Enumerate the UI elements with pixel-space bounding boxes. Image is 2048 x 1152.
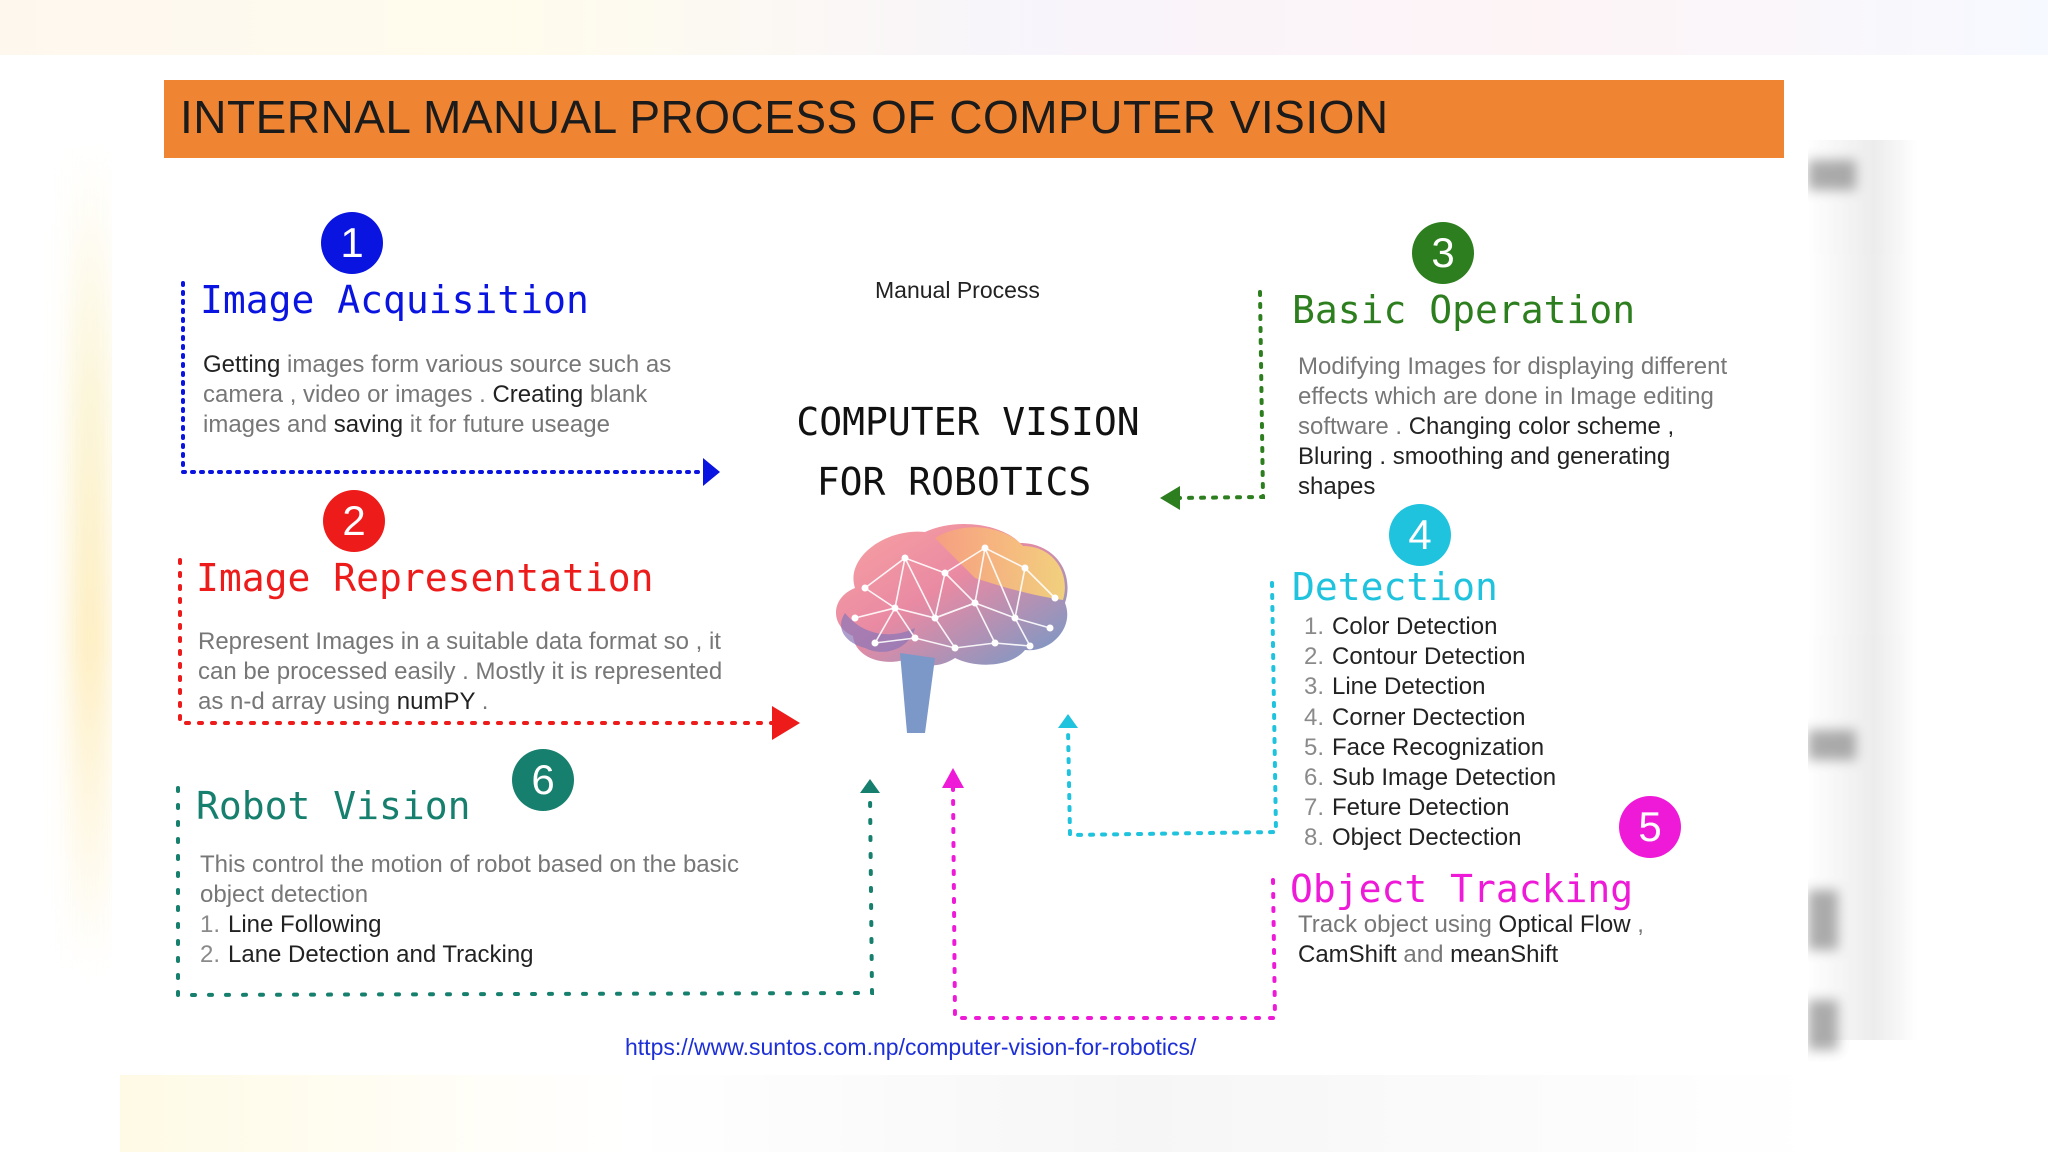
- manual-process-label: Manual Process: [875, 277, 1040, 303]
- list-item: 5.Face Recognization: [1304, 733, 1545, 761]
- step-3-heading: Basic Operation: [1292, 288, 1636, 332]
- list-item: 7.Feture Detection: [1304, 794, 1510, 822]
- background-blur-left: [70, 150, 110, 970]
- step-1-description: Getting images form various source such …: [203, 351, 672, 438]
- step4-arrowhead: [1058, 714, 1078, 728]
- step2-arrowhead: [772, 706, 800, 740]
- step1-arrowhead: [703, 458, 720, 486]
- step-4-heading: Detection: [1292, 565, 1498, 609]
- list-item: 4.Corner Dectection: [1304, 703, 1526, 731]
- list-item: 3.Line Detection: [1304, 673, 1486, 701]
- step6-arrowhead: [860, 779, 880, 793]
- background-blur-top: [0, 0, 2048, 55]
- step3-arrowhead: [1160, 486, 1180, 510]
- list-item: 2.Contour Detection: [1304, 643, 1526, 671]
- list-item: 1.Line Following: [200, 911, 382, 938]
- step-1-badge: 1: [321, 212, 383, 274]
- step-3-description: Modifying Images for displaying differen…: [1298, 353, 1728, 500]
- center-title-line1: COMPUTER VISION: [796, 400, 1140, 444]
- brain-icon: [835, 524, 1068, 733]
- step-4-badge: 4: [1389, 504, 1451, 566]
- step1-connector: [181, 281, 710, 474]
- step-2-badge: 2: [323, 490, 385, 552]
- background-blur-bottom: [120, 1075, 1820, 1152]
- page-title: INTERNAL MANUAL PROCESS OF COMPUTER VISI…: [180, 91, 1389, 143]
- source-link[interactable]: https://www.suntos.com.np/computer-visio…: [625, 1034, 1197, 1060]
- list-item: 8.Object Dectection: [1304, 824, 1522, 852]
- list-item: 1.Color Detection: [1304, 613, 1498, 640]
- step-3-badge: 3: [1412, 222, 1474, 284]
- robot-vision-list: 1.Line Following 2.Lane Detection and Tr…: [200, 910, 534, 970]
- step-1-heading: Image Acquisition: [200, 278, 589, 322]
- list-item: 6.Sub Image Detection: [1304, 764, 1557, 792]
- step-2-heading: Image Representation: [196, 556, 654, 600]
- step-6-description: This control the motion of robot based o…: [200, 851, 739, 908]
- background-blur-right: [1808, 140, 1918, 1050]
- detection-list: 1.Color Detection 2.Contour Detection 3.…: [1304, 612, 1556, 854]
- step5-arrowhead: [942, 768, 964, 788]
- center-title-line2: FOR ROBOTICS: [816, 460, 1092, 504]
- step-5-heading: Object Tracking: [1290, 867, 1634, 911]
- step-2-description: Represent Images in a suitable data form…: [198, 628, 723, 715]
- title-bar: INTERNAL MANUAL PROCESS OF COMPUTER VISI…: [164, 80, 1784, 158]
- step-6-heading: Robot Vision: [196, 784, 471, 828]
- step-5-badge: 5: [1619, 796, 1681, 858]
- step-5-description: Track object using Optical Flow , CamShi…: [1298, 911, 1644, 968]
- list-item: 2.Lane Detection and Tracking: [200, 941, 534, 969]
- step-6-badge: 6: [512, 749, 574, 811]
